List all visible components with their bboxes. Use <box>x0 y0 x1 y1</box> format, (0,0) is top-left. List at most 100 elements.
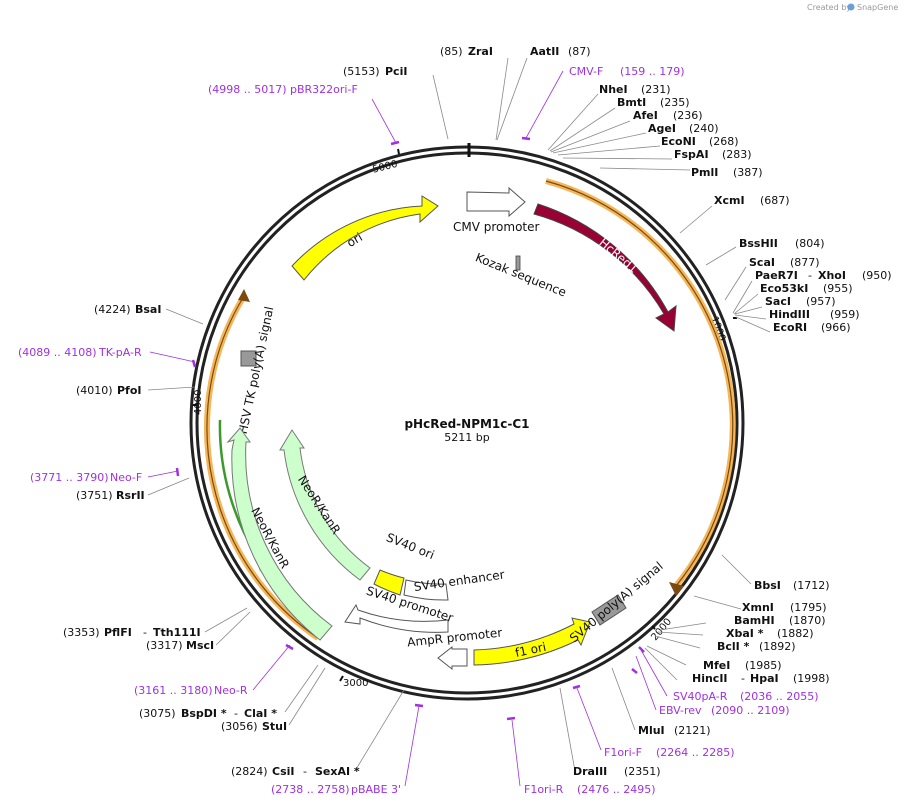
site-name-sexai: SexAI * <box>315 765 360 778</box>
site-name-hincii: HincII <box>692 672 728 685</box>
site-name-bcli: BclI * <box>717 640 750 653</box>
site-name-msci: MscI <box>186 639 214 652</box>
site-name-mfei: MfeI <box>703 659 730 672</box>
feature-kozak <box>515 255 521 271</box>
site-pos-bsshii: (804) <box>795 237 825 250</box>
primer-connector-lines <box>147 70 668 787</box>
orf-arc-right <box>545 178 736 588</box>
site-pos-ecori: (966) <box>821 321 851 334</box>
primer-range-tk-pa-r: (4089 .. 4108) <box>18 346 97 359</box>
brand-created-by: Created by <box>807 3 851 12</box>
primer-range-pbabe3: (2738 .. 2758) <box>271 783 350 796</box>
site-name-rsrii: RsrII <box>116 489 145 502</box>
site-name-clai: ClaI * <box>244 707 277 720</box>
site-pos-afei: (236) <box>673 109 703 122</box>
site-sep-paer7i: - <box>808 269 812 282</box>
site-name-xmni: XmnI <box>742 601 774 614</box>
site-name-bspdi: BspDI * <box>181 707 227 720</box>
tick-label-3000: 3000 <box>343 678 368 689</box>
site-pos-bamhi: (1870) <box>789 614 826 627</box>
site-pos-bspdi: (3075) <box>139 707 176 720</box>
site-pos-msci: (3317) <box>146 639 183 652</box>
site-pos-agei: (240) <box>689 122 719 135</box>
site-name-hpai: HpaI <box>750 672 779 685</box>
feature-sv40-ori <box>373 569 405 596</box>
site-name-bbsi: BbsI <box>754 579 781 592</box>
site-name-xhoi: XhoI <box>818 269 846 282</box>
site-pos-pfoi: (4010) <box>76 384 113 397</box>
site-name-xbai: XbaI * <box>726 627 764 640</box>
primer-name-cmv-f: CMV-F <box>569 65 603 78</box>
primer-name-f1ori-r: F1ori-R <box>524 783 564 796</box>
site-sep-pflfi: - <box>143 626 147 639</box>
connector-lines <box>147 57 771 772</box>
primer-range-cmv-f: (159 .. 179) <box>620 65 685 78</box>
primer-range-ebv-rev: (2090 .. 2109) <box>711 704 790 717</box>
feature-hcred1 <box>533 203 677 332</box>
site-name-paer7i: PaeR7I <box>755 269 798 282</box>
site-name-xcmi: XcmI <box>714 194 745 207</box>
site-name-bmti: BmtI <box>617 96 646 109</box>
plasmid-name: pHcRed-NPM1c-C1 <box>404 417 529 431</box>
site-pos-fspai: (283) <box>722 148 752 161</box>
primer-range-f1ori-f: (2264 .. 2285) <box>656 746 735 759</box>
orf-arc-left-core <box>206 295 319 639</box>
feature-label-cmv-promoter: CMV promoter <box>453 220 540 234</box>
site-pos-csii: (2824) <box>231 765 268 778</box>
site-pos-eco53ki: (955) <box>823 282 853 295</box>
feature-neor-kanr-outer <box>226 427 333 641</box>
feature-label-sv40-ori: SV40 ori <box>384 530 436 562</box>
primer-range-neo-f: (3771 .. 3790) <box>30 471 109 484</box>
primer-range-neo-r: (3161 .. 3180) <box>134 684 213 697</box>
primer-range-sv40pa-r: (2036 .. 2055) <box>740 690 819 703</box>
site-pos-saci: (957) <box>806 295 836 308</box>
site-name-bamhi: BamHI <box>734 614 775 627</box>
tick-label-4000: 4000 <box>193 390 204 415</box>
primer-range-pbr322ori-f: (4998 .. 5017) <box>208 83 287 96</box>
site-pos-stui: (3056) <box>221 720 258 733</box>
tick-mark-3000 <box>339 675 344 682</box>
site-pos-hindiii: (959) <box>830 308 860 321</box>
site-pos-xhoi: (950) <box>862 269 892 282</box>
site-pos-econi: (268) <box>709 135 739 148</box>
tick-mark-5000 <box>397 148 400 155</box>
site-pos-hpai: (1998) <box>793 672 830 685</box>
feature-label-f1-ori: f1 ori <box>514 640 548 660</box>
site-name-pflfi: PflFI <box>104 626 132 639</box>
site-name-econi: EcoNI <box>661 135 696 148</box>
feature-neor-kanr-inner <box>279 429 371 581</box>
site-name-bsai: BsaI <box>135 303 161 316</box>
site-name-stui: StuI <box>262 720 287 733</box>
site-name-mlui: MluI <box>638 724 665 737</box>
feature-label-hcred1: HcRed1 <box>596 235 640 275</box>
feature-sv40-promoter <box>344 603 449 633</box>
brand-name: SnapGene <box>857 3 898 12</box>
site-pos-xbai: (1882) <box>777 627 814 640</box>
feature-label-sv40-enhancer: SV40 enhancer <box>413 567 506 594</box>
site-name-tth111i: Tth111I <box>153 626 201 639</box>
plasmid-length: 5211 bp <box>444 431 489 444</box>
orf-arrow-right <box>669 582 684 596</box>
site-pos-xmni: (1795) <box>790 601 827 614</box>
snapgene-logo-icon <box>847 3 855 11</box>
site-name-zrai: ZraI <box>468 45 493 58</box>
site-pos-aatii: (87) <box>568 45 591 58</box>
site-pos-pmli: (387) <box>733 166 763 179</box>
site-pos-scai: (877) <box>790 256 820 269</box>
site-pos-rsrii: (3751) <box>76 489 113 502</box>
feature-cmv-promoter <box>466 186 526 218</box>
feature-label-sv40-polya: SV40 poly(A) signal <box>567 559 666 645</box>
site-name-bsshii: BssHII <box>739 237 778 250</box>
feature-sv40-polya <box>591 594 627 626</box>
feature-label-kozak: Kozak sequence <box>473 250 568 299</box>
primer-name-neo-f: Neo-F <box>110 471 142 484</box>
orf-arrow-left <box>238 289 250 302</box>
primer-markers <box>175 136 645 721</box>
feature-f1-ori <box>473 617 591 666</box>
site-name-draiii: DraIII <box>573 765 607 778</box>
site-name-saci: SacI <box>765 295 791 308</box>
site-name-fspai: FspAI <box>674 148 709 161</box>
site-name-csii: CsiI <box>272 765 294 778</box>
site-name-pmli: PmlI <box>691 166 718 179</box>
feature-label-ori: ori <box>344 230 365 250</box>
